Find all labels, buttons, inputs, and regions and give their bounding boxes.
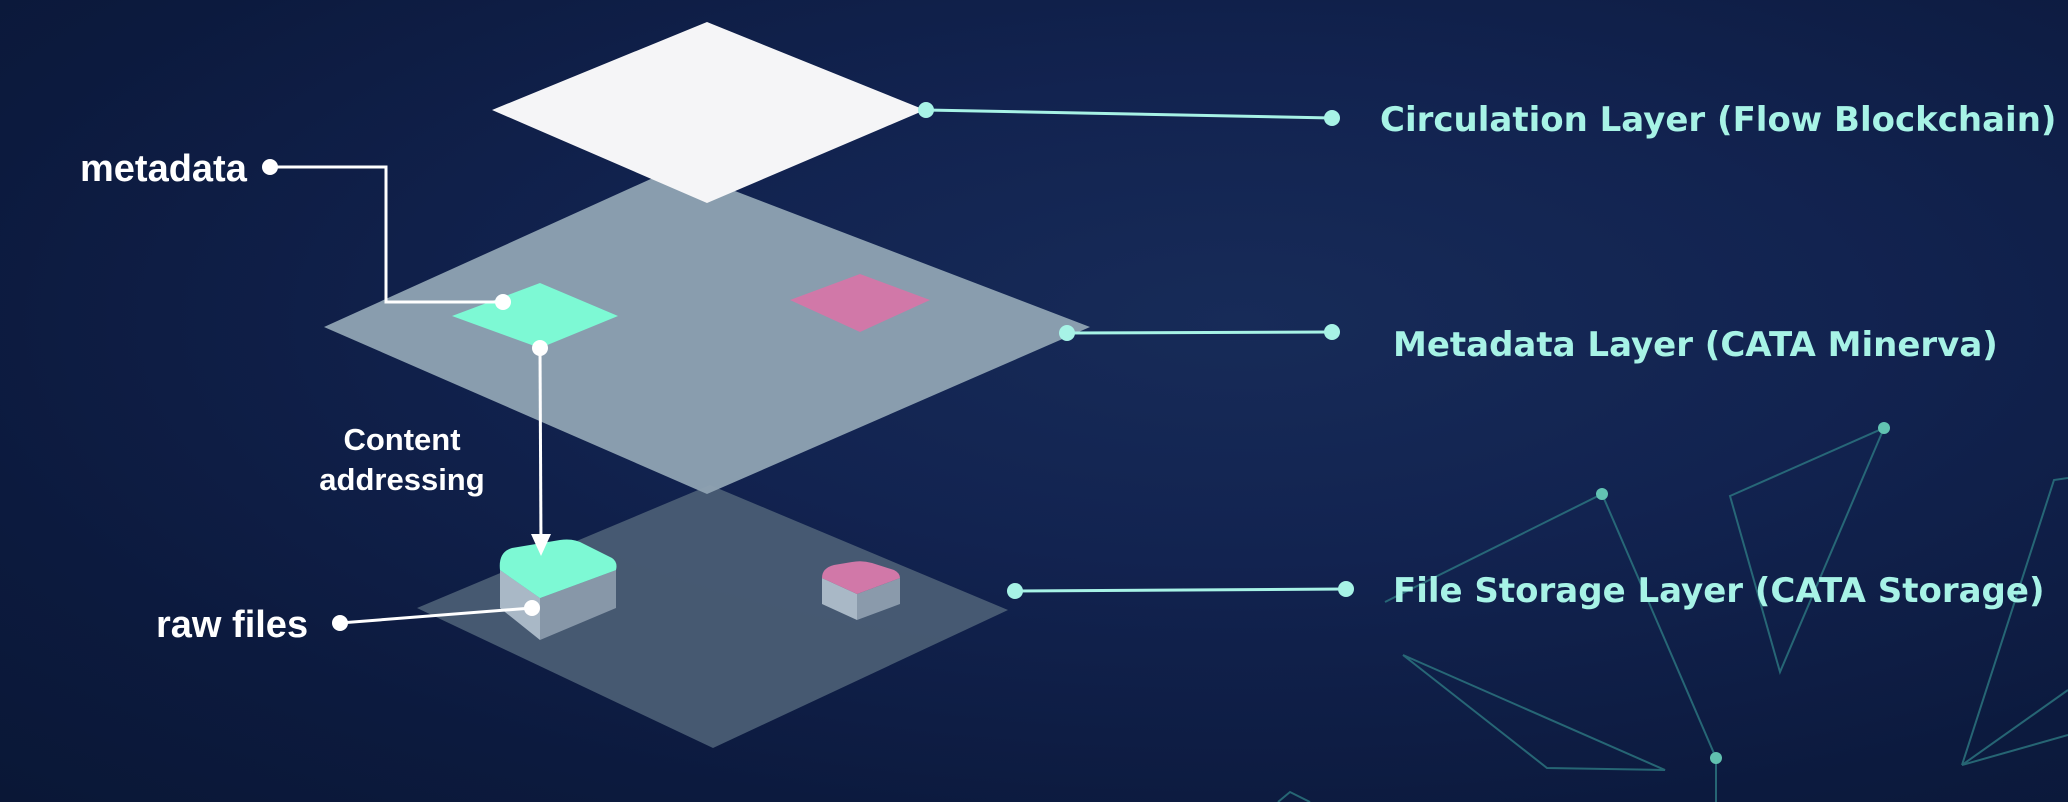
circulation-layer-label: Circulation Layer (Flow Blockchain) [1380, 100, 2056, 140]
content-addressing-arrowhead [531, 534, 551, 556]
content-addressing-arrow-line [538, 347, 543, 549]
content-addressing-label-line2: addressing [319, 462, 484, 497]
decor-line-1 [1384, 492, 1717, 802]
decor-line-2 [1961, 477, 2068, 766]
decor-triangle-1 [1402, 654, 1666, 771]
circulation-connector [925, 108, 1333, 120]
metadata-layer-connector [1066, 330, 1333, 335]
raw-files-dot-right [524, 600, 540, 616]
raw-files-annotation-label: raw files [156, 604, 308, 646]
metadata-block-teal [452, 283, 618, 348]
circulation-dot-left [918, 102, 934, 118]
metadata-block-pink [790, 274, 930, 332]
raw-files-connector [339, 606, 533, 625]
storage-dot-right [1338, 581, 1354, 597]
metadata-dot-right [495, 294, 511, 310]
decor-dot-1 [1596, 488, 1608, 500]
decor-dot-2 [1878, 422, 1890, 434]
small-file-cube [822, 561, 900, 620]
metadata-layer-dot-right [1324, 324, 1340, 340]
raw-files-dot-left [332, 615, 348, 631]
content-addressing-label-line1: Content [343, 422, 460, 457]
decor-line-3 [1961, 689, 2068, 766]
decor-triangle-2 [1728, 426, 1886, 675]
metadata-layer-dot-left [1059, 325, 1075, 341]
decor-line-5 [1277, 790, 1311, 802]
decor-line-4 [1961, 734, 2068, 766]
metadata-layer-plane [324, 168, 1090, 494]
metadata-connector [270, 165, 503, 304]
metadata-dot-left [262, 159, 278, 175]
storage-connector [1014, 587, 1347, 593]
metadata-annotation-label: metadata [80, 148, 248, 190]
file-storage-layer-plane [417, 485, 1008, 748]
circulation-layer-plane [492, 22, 925, 203]
file-storage-layer-label: File Storage Layer (CATA Storage) [1393, 571, 2044, 611]
decorative-triangles [1277, 422, 2068, 802]
storage-dot-left [1007, 583, 1023, 599]
metadata-layer-label: Metadata Layer (CATA Minerva) [1393, 325, 1998, 365]
decor-dot-3 [1710, 752, 1722, 764]
circulation-dot-right [1324, 110, 1340, 126]
content-addressing-dot [532, 340, 548, 356]
raw-file-cube [499, 539, 617, 640]
